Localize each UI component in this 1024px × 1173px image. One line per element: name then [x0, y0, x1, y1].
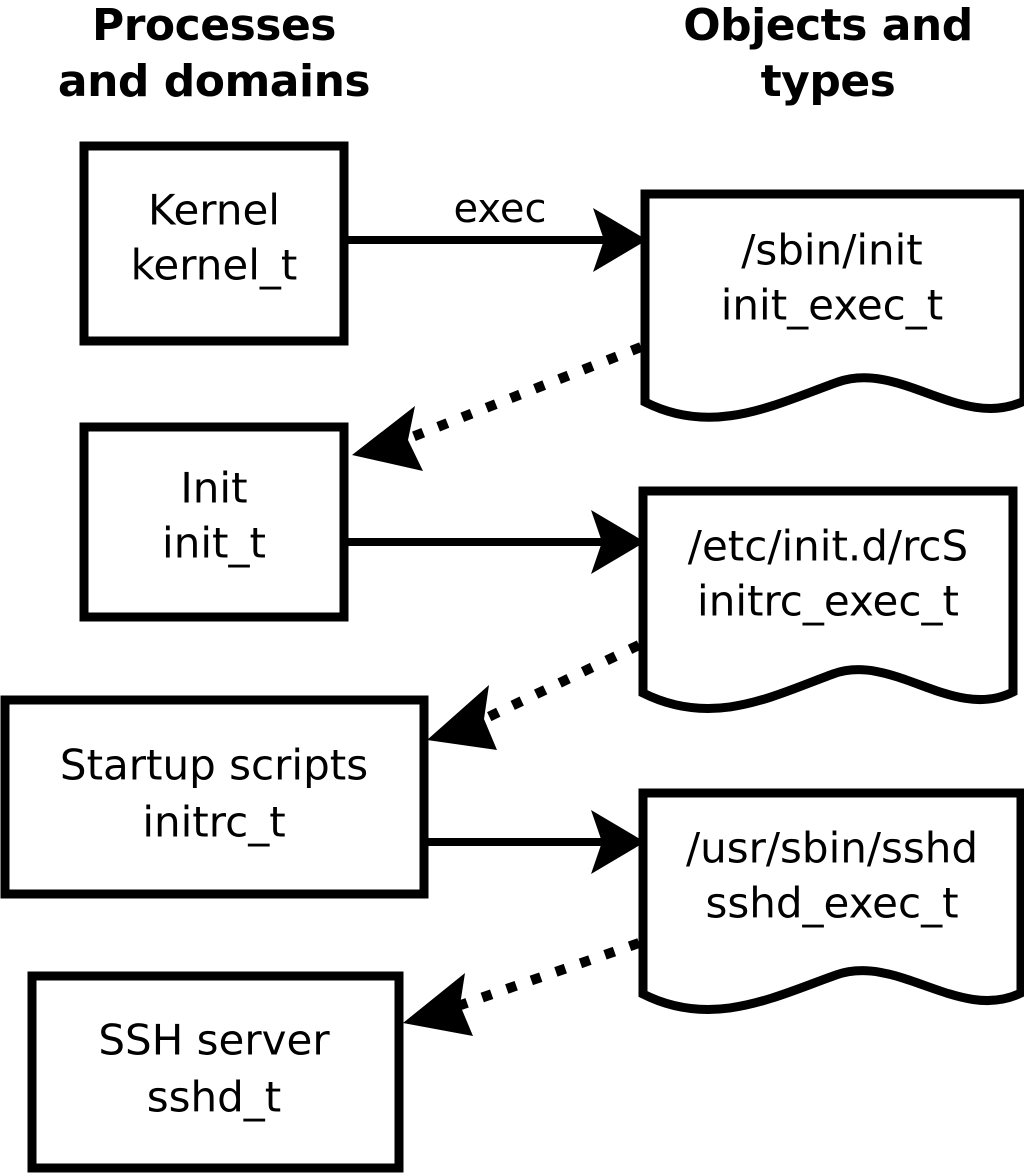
node-initrc-line1: Startup scripts: [60, 741, 368, 790]
edge-init-exec-initrc_exec: [348, 510, 645, 574]
node-init[interactable]: Init init_t: [79, 422, 349, 622]
node-initrc_exec-line2: initrc_exec_t: [697, 577, 959, 626]
node-sshd_exec-line1: /usr/sbin/sshd: [686, 824, 978, 873]
node-init_exec[interactable]: /sbin/init init_exec_t: [640, 189, 1024, 422]
node-init_exec-line2: init_exec_t: [721, 281, 944, 330]
node-sshd-line1: SSH server: [98, 1016, 330, 1065]
node-kernel-line2: kernel_t: [131, 241, 298, 290]
node-sshd-box[interactable]: [27, 971, 404, 1173]
node-init-line1: Init: [180, 464, 247, 513]
arrow-head-icon: [593, 208, 647, 272]
arrow-head-icon: [352, 406, 423, 471]
node-sshd_exec-document-shape[interactable]: [638, 788, 1024, 1015]
edge-kernel-exec-init_exec: exec: [348, 186, 647, 272]
column-header-objects-line2: types: [761, 56, 896, 107]
edge-sshd_exec-transition-sshd: [403, 938, 641, 1036]
node-initrc_exec-line1: /etc/init.d/rcS: [688, 522, 968, 571]
arrow-head-icon: [591, 810, 645, 874]
node-kernel-line1: Kernel: [148, 186, 280, 235]
node-sshd-line2: sshd_t: [147, 1073, 282, 1122]
node-initrc-line2: initrc_t: [142, 798, 285, 847]
node-init-box[interactable]: [79, 422, 349, 622]
node-kernel[interactable]: Kernel kernel_t: [79, 141, 349, 346]
node-sshd_exec-line2: sshd_exec_t: [705, 879, 958, 928]
node-initrc-box[interactable]: [0, 695, 429, 899]
node-kernel-box[interactable]: [79, 141, 349, 346]
edge-initrc-exec-sshd_exec: [428, 810, 645, 874]
node-initrc[interactable]: Startup scripts initrc_t: [0, 695, 429, 899]
edge-initrc_exec-transition-initrc: [427, 640, 642, 750]
node-initrc_exec[interactable]: /etc/init.d/rcS initrc_exec_t: [638, 486, 1018, 714]
column-header-processes-line2: and domains: [58, 56, 370, 107]
node-init_exec-document-shape[interactable]: [640, 189, 1024, 422]
node-sshd[interactable]: SSH server sshd_t: [27, 971, 404, 1173]
node-init_exec-line1: /sbin/init: [741, 226, 923, 275]
node-initrc_exec-document-shape[interactable]: [638, 486, 1018, 714]
edge-line: [477, 640, 642, 726]
node-init-line2: init_t: [162, 519, 266, 568]
edge-init_exec-transition-init: [352, 342, 643, 471]
arrow-head-icon: [403, 973, 473, 1036]
column-header-processes-line1: Processes: [92, 0, 336, 51]
edge-label-exec: exec: [454, 186, 547, 232]
column-header-objects-line1: Objects and: [683, 0, 972, 51]
edge-line: [453, 938, 641, 1012]
node-sshd_exec[interactable]: /usr/sbin/sshd sshd_exec_t: [638, 788, 1024, 1015]
arrow-head-icon: [427, 685, 497, 750]
arrow-head-icon: [591, 510, 645, 574]
edge-line: [400, 342, 643, 446]
